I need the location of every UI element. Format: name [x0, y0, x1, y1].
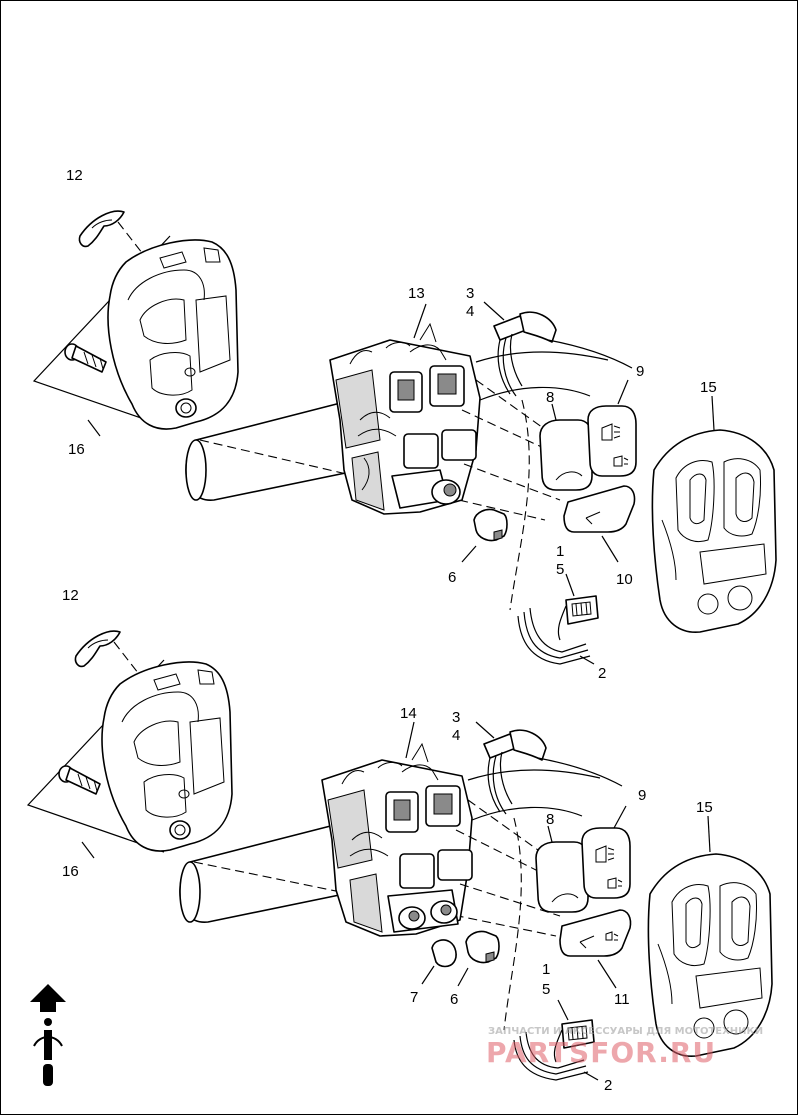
watermark-subtitle: ЗАПЧАСТИ И АКСЕССУАРЫ ДЛЯ МОТОТЕХНИКИ: [488, 1026, 763, 1037]
rocker-switch-11-lower: [559, 909, 632, 989]
switch-assembly-14: [321, 742, 473, 937]
switch-assembly-13: [329, 322, 481, 515]
callout-4-lower: 4: [452, 727, 460, 744]
switch-nacelle-15-lower: [647, 815, 773, 1057]
switch-housing-16-lower: [101, 661, 233, 852]
switch-cap-8-upper: [539, 403, 593, 491]
grip-tube-upper: [185, 397, 361, 501]
upper-callouts: 12 16 13 3 4 9 8 15 1 5 10 6 2: [66, 167, 717, 682]
grip-tube-lower: [179, 819, 355, 923]
callout-16-lower: 16: [62, 863, 79, 880]
cap-6-lower: [457, 930, 500, 987]
callout-15-upper: 15: [700, 379, 717, 396]
watermark-brand: PARTSFOR.RU: [486, 1036, 716, 1069]
callout-9-upper: 9: [636, 363, 644, 380]
screw-lower: [58, 765, 101, 795]
callout-4-upper: 4: [466, 303, 474, 320]
switch-housing-16-upper: [107, 239, 239, 430]
callout-8-upper: 8: [546, 389, 554, 406]
callout-2-upper: 2: [598, 665, 606, 682]
cap-6-upper: [461, 508, 508, 563]
lower-group: [26, 630, 773, 1081]
upper-group: [32, 210, 777, 665]
callout-6-lower: 6: [450, 991, 458, 1008]
harness-2-upper: [517, 595, 599, 665]
callout-9-lower: 9: [638, 787, 646, 804]
switch-cap-9-upper: [587, 379, 637, 477]
callout-14: 14: [400, 705, 417, 722]
callout-15-lower: 15: [696, 799, 713, 816]
callout-5-lower: 5: [542, 981, 550, 998]
callout-10: 10: [616, 571, 633, 588]
front-arrow-icon: [30, 984, 66, 1086]
grip-cover-12-lower: [74, 630, 121, 668]
callout-6-upper: 6: [448, 569, 456, 586]
callout-13: 13: [408, 285, 425, 302]
connector-3-4-lower: [467, 729, 623, 821]
callout-1-upper: 1: [556, 543, 564, 560]
screw-upper: [64, 343, 107, 373]
callout-8-lower: 8: [546, 811, 554, 828]
callout-7-lower: 7: [410, 989, 418, 1006]
callout-2-lower: 2: [604, 1077, 612, 1094]
switch-cap-8-lower: [535, 825, 589, 913]
callout-12-upper: 12: [66, 167, 83, 184]
callout-11: 11: [614, 991, 630, 1008]
switch-nacelle-15-upper: [651, 395, 777, 633]
lower-callouts: 12 16 14 3 4 9 8 15 1 5 11 7 6 2: [62, 587, 713, 1094]
rocker-switch-10-upper: [563, 485, 636, 563]
watermark: ЗАПЧАСТИ И АКСЕССУАРЫ ДЛЯ МОТОТЕХНИКИ PA…: [486, 1026, 763, 1069]
callout-3-lower: 3: [452, 709, 460, 726]
callout-12-lower: 12: [62, 587, 79, 604]
callout-16-upper: 16: [68, 441, 85, 458]
switch-cap-9-lower: [581, 805, 631, 899]
cap-7-lower: [421, 939, 457, 985]
grip-cover-12-upper: [78, 210, 125, 248]
callout-3-upper: 3: [466, 285, 474, 302]
harness-2-lower: [513, 1019, 595, 1081]
connector-3-4-upper: [475, 311, 633, 401]
callout-5-upper: 5: [556, 561, 564, 578]
callout-1-lower: 1: [542, 961, 550, 978]
